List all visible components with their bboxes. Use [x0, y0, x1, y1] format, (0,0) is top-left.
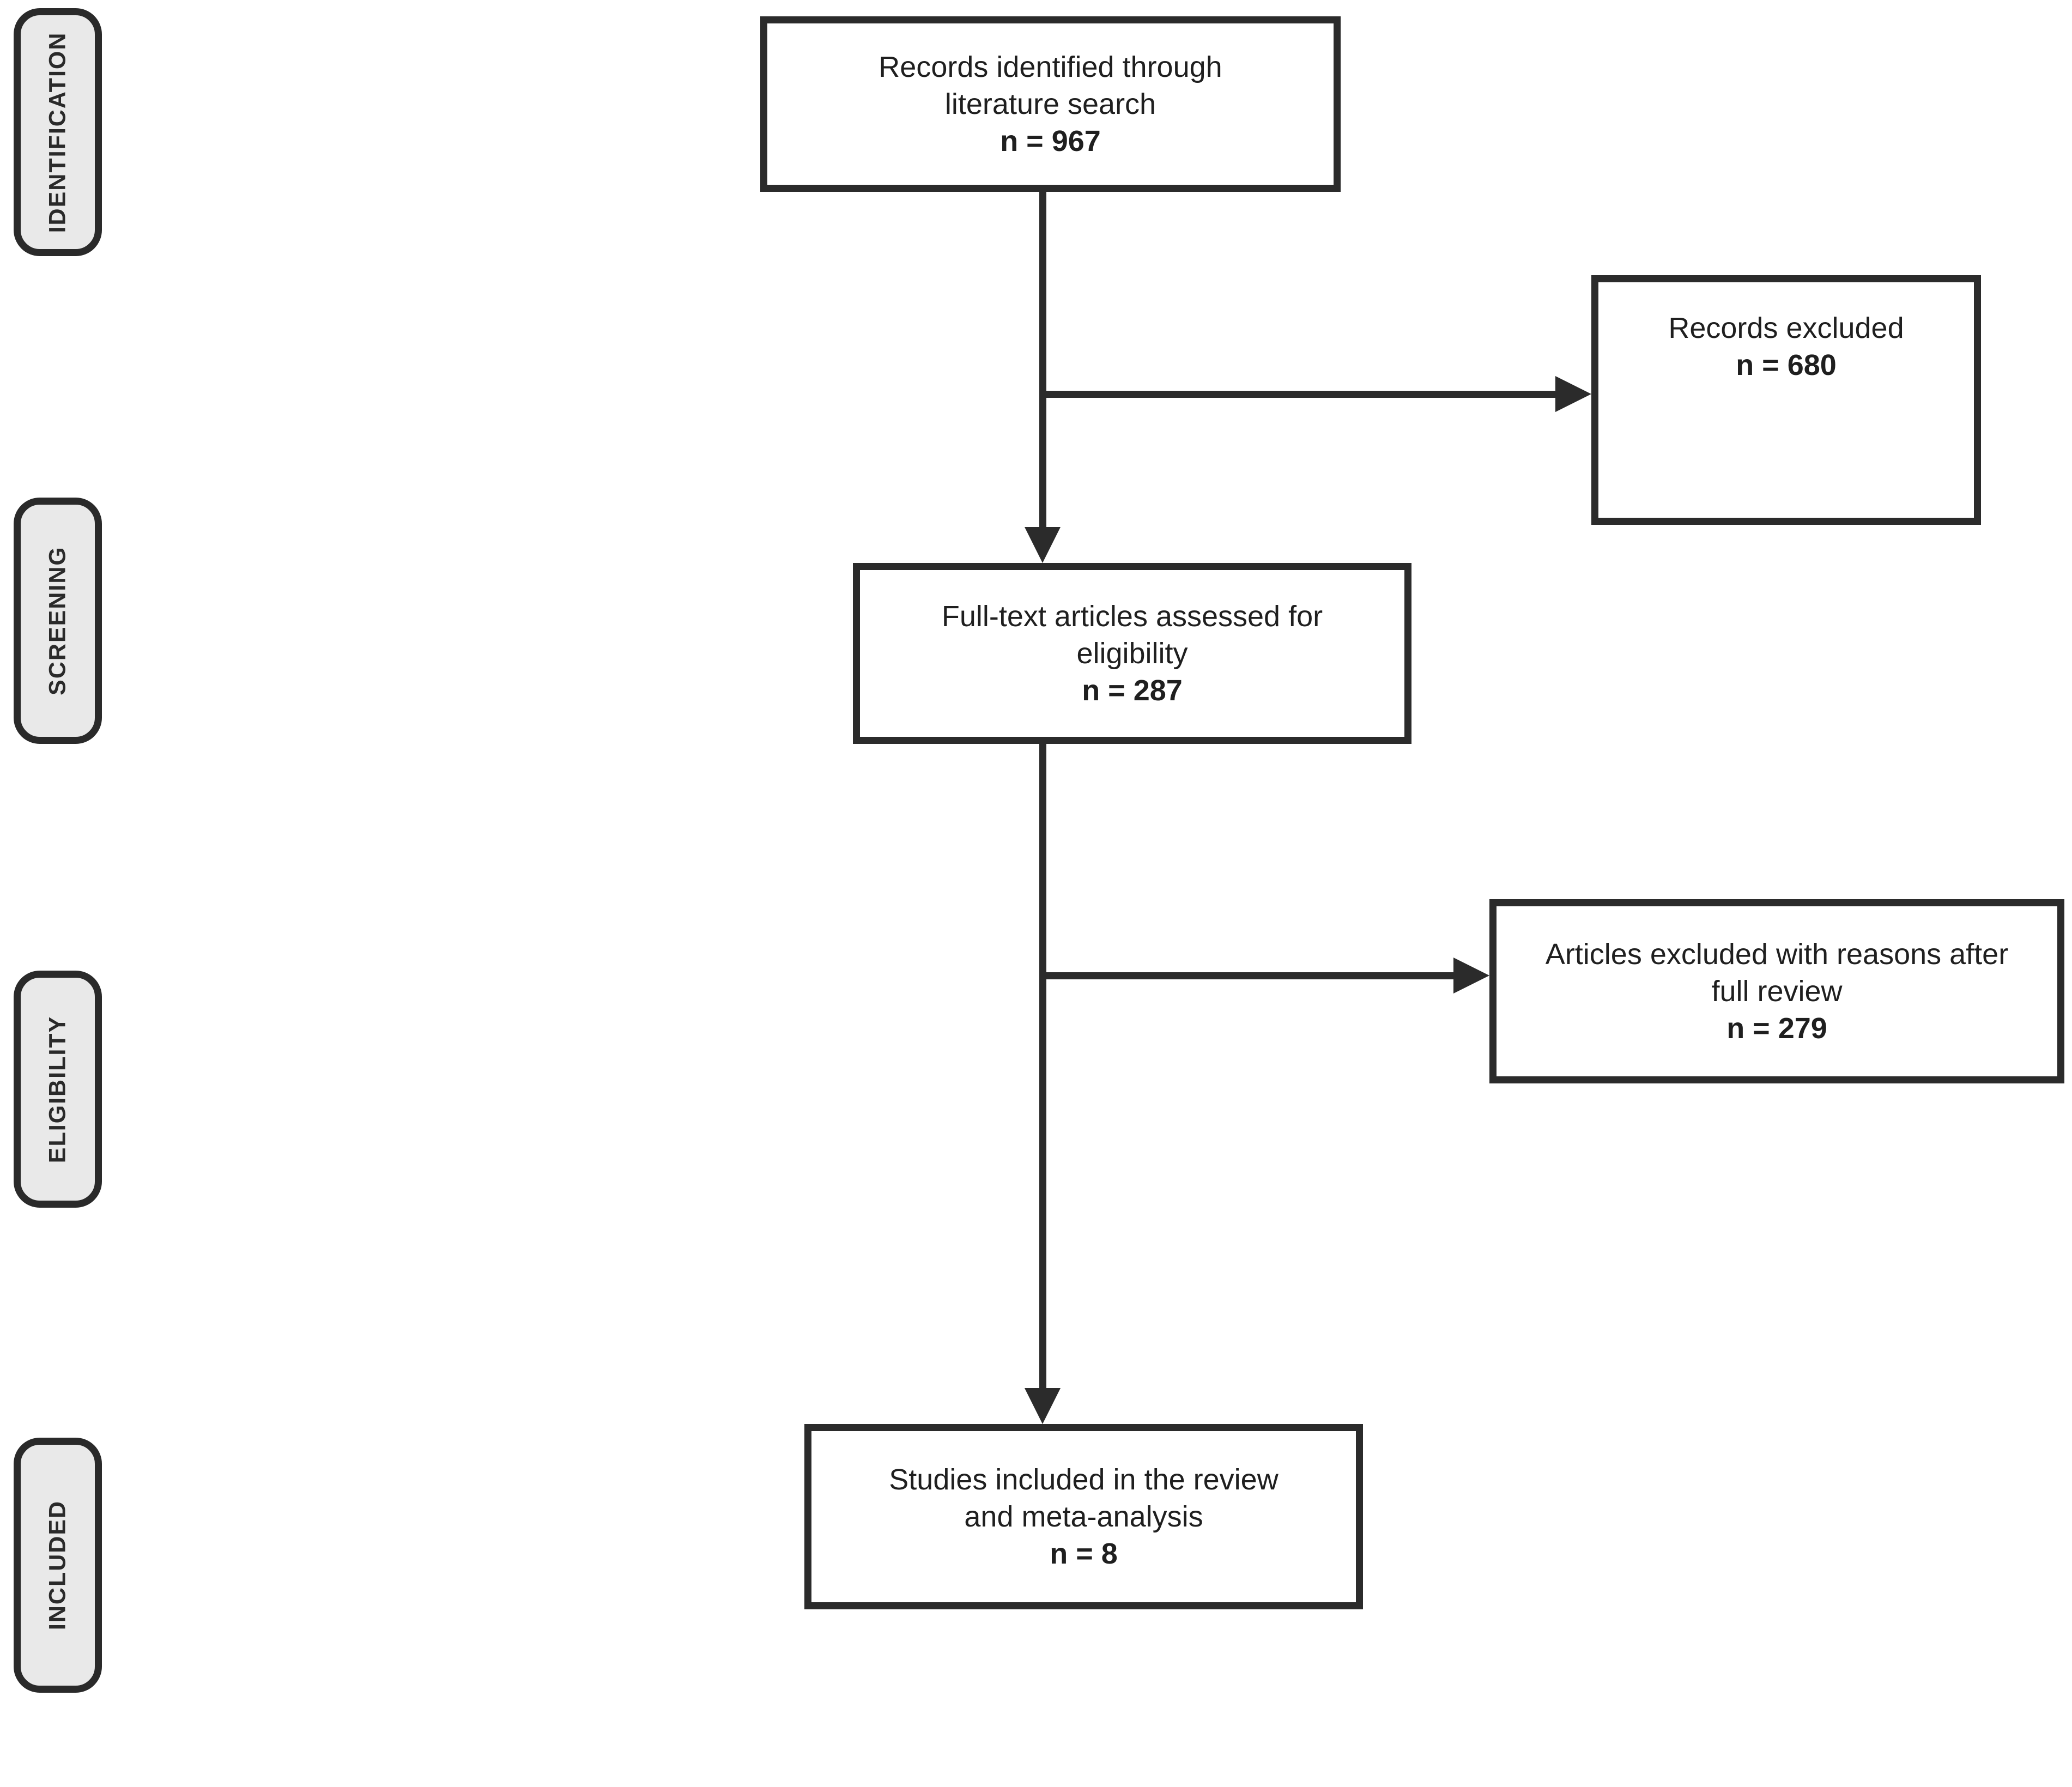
records-identified-box: Records identified through literature se… — [760, 16, 1341, 192]
records-identified-count: n = 967 — [1000, 125, 1101, 158]
arrowhead-down-included-icon — [1025, 1388, 1061, 1424]
fulltext-assessed-line1: Full-text articles assessed for — [941, 600, 1323, 633]
stage-included-label: INCLUDED — [44, 1500, 71, 1631]
stage-identification: IDENTIFICATION — [14, 8, 102, 256]
stage-included: INCLUDED — [14, 1438, 102, 1693]
records-excluded-count: n = 680 — [1736, 349, 1837, 381]
studies-included-count: n = 8 — [1050, 1537, 1118, 1570]
studies-included-line2: and meta-analysis — [964, 1500, 1203, 1533]
studies-included-line1: Studies included in the review — [889, 1463, 1279, 1496]
records-excluded-box: Records excluded n = 680 — [1591, 275, 1981, 525]
fulltext-assessed-count: n = 287 — [1082, 674, 1183, 707]
connector-identified-to-fulltext — [1039, 191, 1046, 529]
connector-fulltext-to-included — [1039, 743, 1046, 1389]
fulltext-assessed-line2: eligibility — [1076, 637, 1188, 670]
articles-excluded-line1: Articles excluded with reasons after — [1545, 938, 2009, 971]
connector-to-records-excluded — [1039, 391, 1557, 398]
fulltext-assessed-box: Full-text articles assessed for eligibil… — [853, 563, 1411, 744]
arrowhead-right-records-excluded-icon — [1555, 376, 1591, 412]
articles-excluded-box: Articles excluded with reasons after ful… — [1489, 899, 2064, 1083]
arrowhead-down-fulltext-icon — [1025, 527, 1061, 563]
arrowhead-right-articles-excluded-icon — [1453, 958, 1489, 994]
records-identified-line2: literature search — [944, 88, 1156, 120]
stage-eligibility: ELIGIBILITY — [14, 971, 102, 1208]
studies-included-box: Studies included in the review and meta-… — [804, 1424, 1363, 1609]
stage-screening-label: SCREENING — [44, 546, 71, 695]
connector-to-articles-excluded — [1039, 972, 1455, 979]
stage-screening: SCREENING — [14, 498, 102, 744]
articles-excluded-count: n = 279 — [1726, 1012, 1827, 1045]
stage-eligibility-label: ELIGIBILITY — [44, 1015, 71, 1163]
articles-excluded-line2: full review — [1711, 975, 1843, 1008]
stage-identification-label: IDENTIFICATION — [44, 32, 71, 233]
records-excluded-line1: Records excluded — [1668, 312, 1904, 344]
records-identified-line1: Records identified through — [879, 51, 1222, 83]
